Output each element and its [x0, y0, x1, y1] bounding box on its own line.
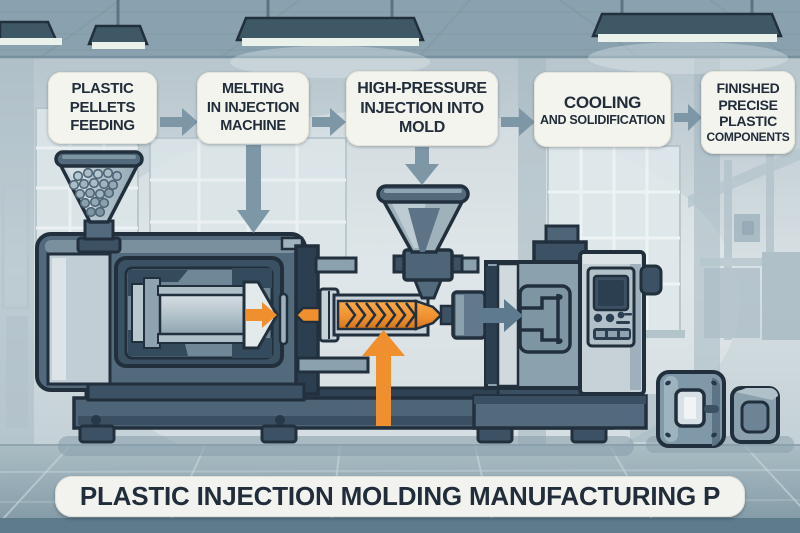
step-box-high-pressure-injection: HIGH-PRESSURE INJECTION INTO MOLD [346, 71, 498, 146]
step-label-line: PRECISE [718, 96, 778, 113]
flow-arrow-icon-2 [312, 108, 346, 136]
step-label-line: COOLING [563, 92, 642, 112]
ceiling-light-partial [0, 20, 62, 45]
flow-arrow-icon-1 [160, 108, 198, 136]
arrow-up-icon-pressure [362, 330, 405, 426]
step-box-finished-components: FINISHED PRECISE PLASTIC COMPONENTS [701, 71, 795, 154]
arrow-down-icon-injection [405, 147, 439, 185]
control-button [605, 313, 615, 323]
step-label-line: HIGH-PRESSURE [357, 80, 487, 98]
injection-screw [336, 299, 443, 331]
control-button [593, 313, 603, 323]
piston-assembly [131, 277, 248, 349]
window-handle [278, 292, 289, 346]
injection-unit [35, 232, 320, 402]
flow-arrow-icon-4 [674, 104, 702, 131]
flow-arrow-icon-3 [501, 108, 535, 136]
control-panel [586, 266, 636, 348]
step-label-line: INJECTION INTO [360, 99, 484, 117]
step-box-melting-in-injection-machine: MELTING IN INJECTION MACHINE [197, 72, 309, 144]
title-banner: PLASTIC INJECTION MOLDING MANUFACTURING … [55, 476, 745, 517]
ceiling-light-small [87, 0, 149, 49]
step-box-cooling-solidification: COOLING AND SOLIDIFICATION [534, 72, 671, 147]
step-label-line: MOLD [399, 119, 445, 137]
process-arrows [160, 104, 702, 426]
step-label-line: IN INJECTION [206, 99, 300, 116]
ceiling-light-wide-2 [588, 0, 788, 74]
step-label-line: PELLETS [69, 98, 136, 116]
finished-part-block [730, 386, 780, 444]
arrow-right-icon-mold [482, 299, 523, 332]
step-label-line: FEEDING [70, 117, 135, 135]
plastic-pellets [68, 167, 123, 218]
ceiling-light-wide-1 [230, 0, 430, 78]
melt-flow-arrow-icon [246, 302, 277, 328]
step-label-line: COMPONENTS [706, 129, 790, 144]
control-housing [578, 250, 663, 396]
viewing-window [114, 256, 289, 368]
step-label-line: PLASTIC [71, 80, 134, 98]
step-label-line: MACHINE [220, 118, 286, 135]
feed-hopper [376, 184, 470, 300]
step-label-line: MELTING [221, 81, 285, 98]
step-box-plastic-pellets-feeding: PLASTIC PELLETS FEEDING [48, 72, 157, 144]
clamping-unit [472, 224, 663, 430]
arrow-down-icon-melting [237, 145, 270, 233]
pellet-hopper [54, 150, 144, 254]
mold-plate [484, 260, 588, 390]
finished-part-frame [656, 370, 726, 448]
step-label-line: FINISHED [716, 80, 780, 97]
step-label-line: PLASTIC [719, 113, 777, 130]
control-button [617, 311, 625, 319]
title-text: PLASTIC INJECTION MOLDING MANUFACTURING … [79, 481, 721, 511]
finished-parts [656, 370, 780, 448]
step-label-line: AND SOLIDIFICATION [540, 112, 665, 127]
ceiling [0, 0, 800, 78]
background-doorway [1, 146, 30, 428]
